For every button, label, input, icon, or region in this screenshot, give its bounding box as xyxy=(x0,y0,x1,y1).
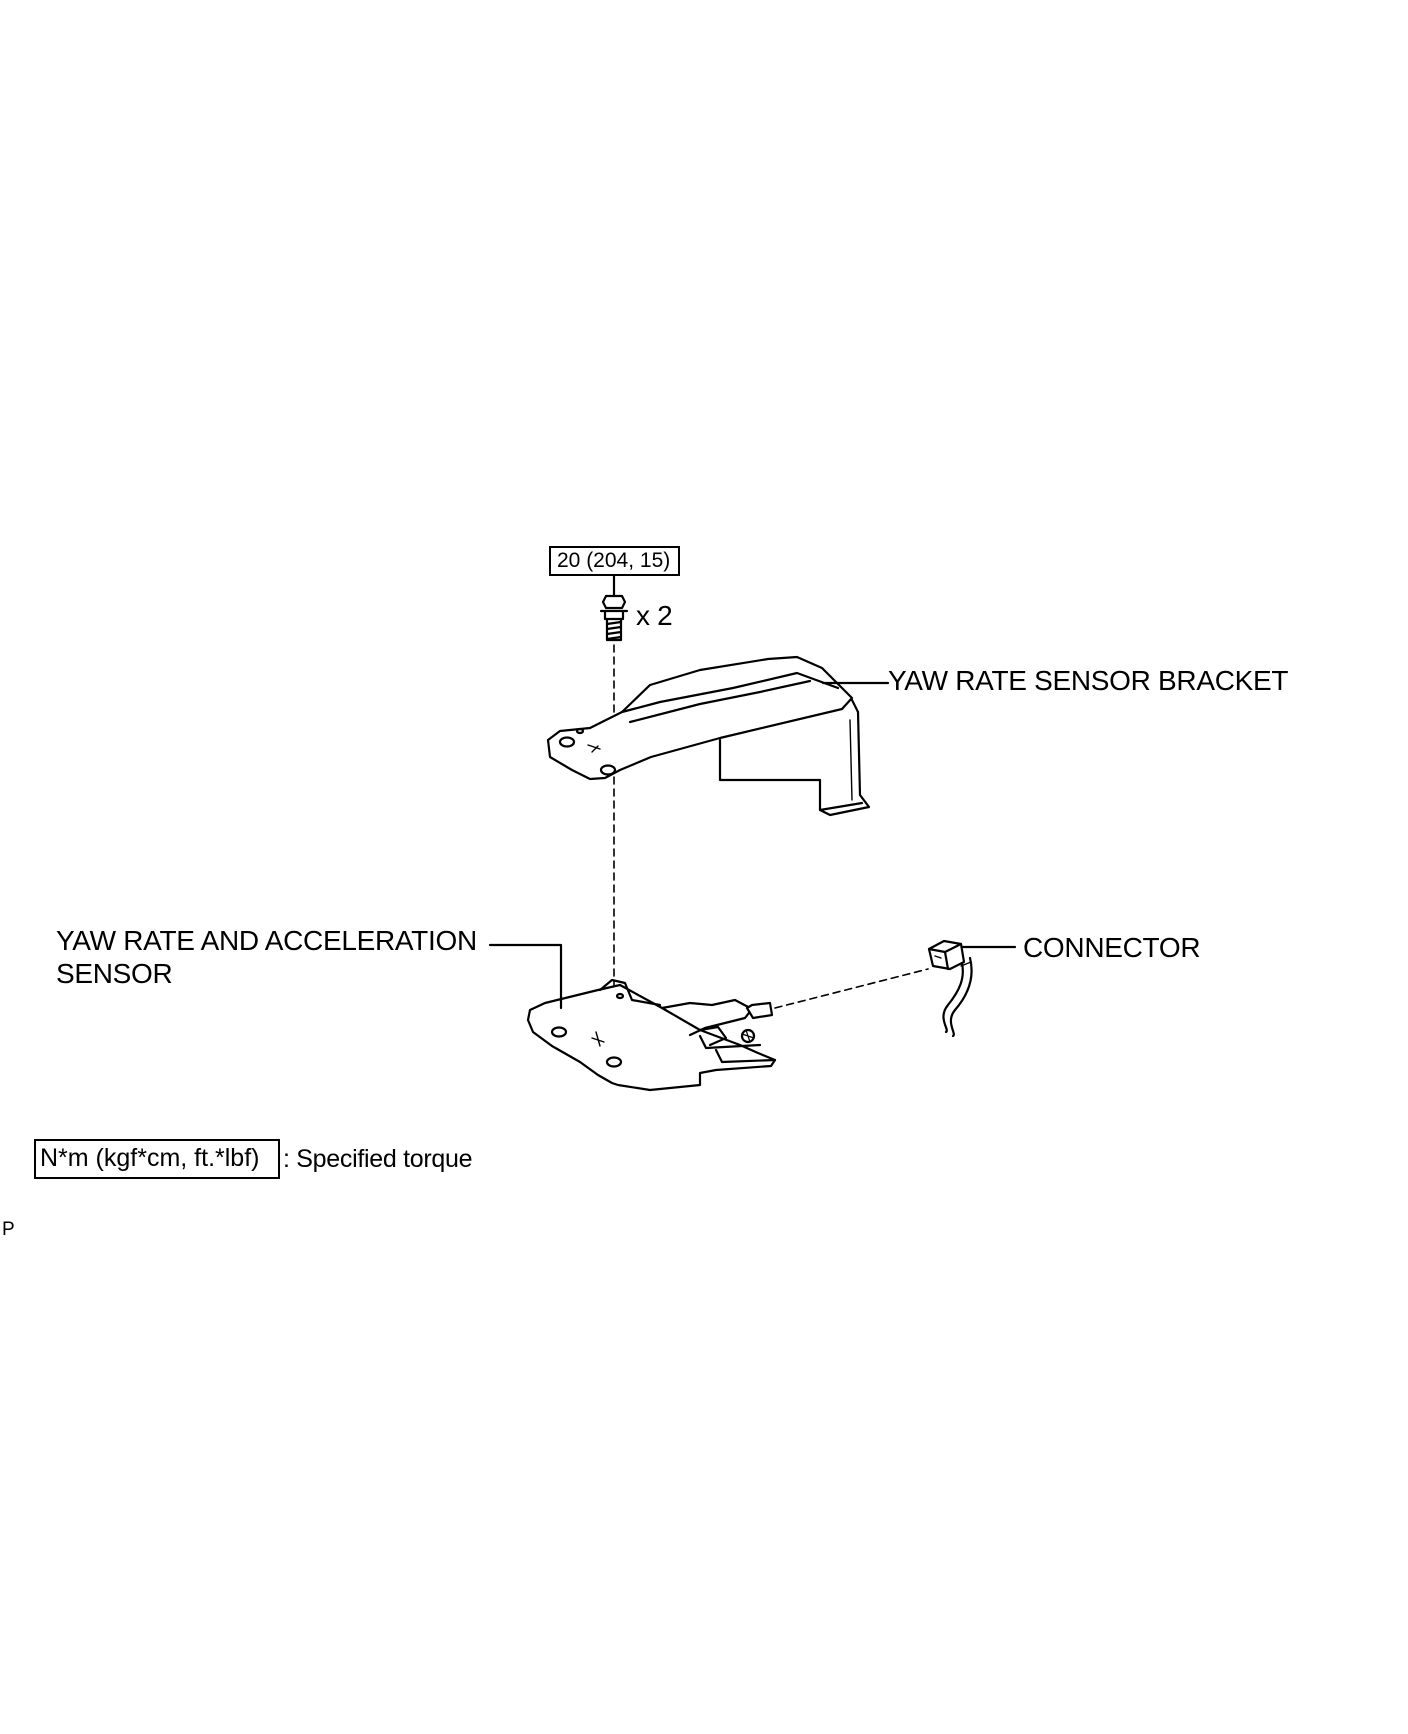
sensor-label-line2: SENSOR xyxy=(56,958,173,989)
bolt-quantity-label: x 2 xyxy=(636,600,673,631)
page-mark: P xyxy=(2,1219,15,1240)
yaw-rate-and-acceleration-sensor xyxy=(526,978,777,1092)
yaw-rate-sensor-bracket xyxy=(546,655,871,817)
legend-torque-box: N*m (kgf*cm, ft.*lbf) xyxy=(34,1139,280,1179)
torque-spec-box: 20 (204, 15) xyxy=(549,546,680,576)
bolt-icon xyxy=(599,573,629,642)
connector-label: CONNECTOR xyxy=(1023,932,1201,963)
sensor-leader-line xyxy=(488,943,563,1010)
bracket-label: YAW RATE SENSOR BRACKET xyxy=(888,665,1289,696)
sensor-label-line1: YAW RATE AND ACCELERATION xyxy=(56,925,477,956)
connector-alignment-line xyxy=(774,968,929,1009)
legend-description: : Specified torque xyxy=(283,1145,473,1173)
connector-plug xyxy=(927,939,973,1038)
